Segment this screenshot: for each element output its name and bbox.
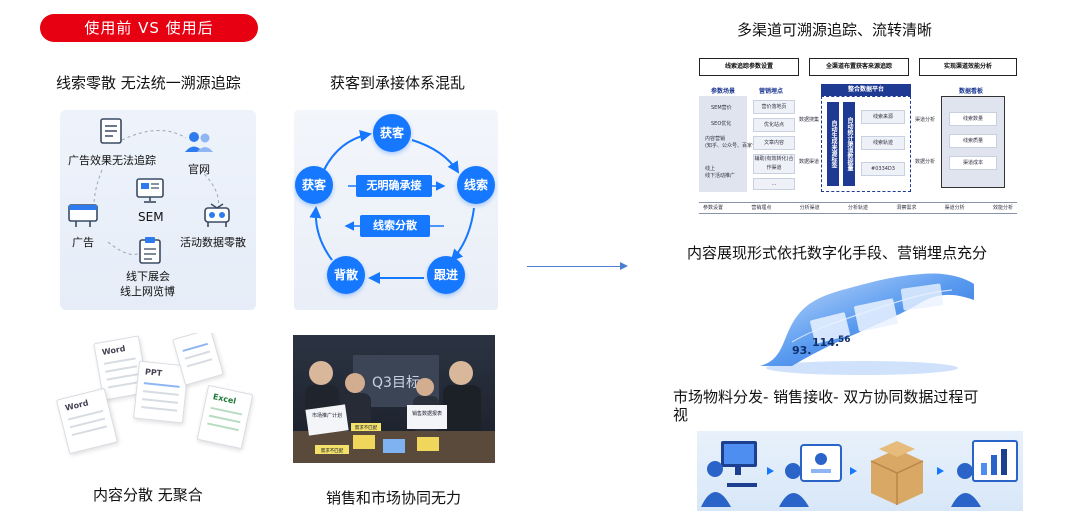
- curved-screens-graphic: 93. 114. 56: [760, 273, 974, 375]
- panel3-caption: 内容分散 无聚合: [93, 486, 203, 504]
- step-arrow-1: [767, 467, 774, 475]
- sheet-sales-report: 销售数据报表: [412, 410, 442, 417]
- scattered-docs-panel: Word PPT Word Excel: [50, 333, 257, 465]
- flow-scenes-column: [699, 96, 747, 192]
- label-offline-expo: 线下展会: [126, 270, 170, 283]
- scene-seo: SEO优化: [711, 121, 732, 127]
- label-sem: SEM: [138, 210, 164, 224]
- scene-events: 线上 线下活动推广: [705, 166, 736, 179]
- label-ad: 广告: [72, 236, 94, 249]
- pill-leads-scattered: 线索分散: [360, 215, 430, 237]
- bottom-label-1: 参数设置: [703, 205, 724, 211]
- flow-col-board-title: 数据看板: [959, 88, 984, 95]
- mid-label-channel-analysis: 渠道分析: [915, 117, 936, 123]
- transition-arrow-line: [527, 266, 625, 267]
- bottom-label-6: 渠道分析: [944, 205, 965, 211]
- before-after-badge: 使用前 VS 使用后: [40, 14, 258, 42]
- mid-label-channel: 数据渠道: [799, 159, 820, 165]
- scene-sem: SEM营价: [711, 105, 732, 111]
- person-card-icon: [779, 444, 842, 507]
- panel1-heading: 线索零散 无法统一溯源追踪: [56, 74, 241, 92]
- label-official-site: 官网: [188, 163, 210, 176]
- sticky-mismatch-2: 需求不匹配: [321, 447, 344, 454]
- label-online-expo: 线上网览博: [120, 285, 175, 298]
- point-partner: 辅助(有效转化)合作渠道: [753, 154, 795, 174]
- board-cell-cost: 渠道成本: [949, 156, 997, 170]
- panel4-caption: 销售和市场协同无力: [326, 489, 462, 507]
- meeting-photo-panel: Q3目标 市场推广计划 销售数据报表 需求不匹配 需求不匹配: [293, 335, 495, 463]
- flow-platform-title: 整合数据平台: [821, 84, 911, 96]
- package-boxes-icon: [870, 441, 924, 505]
- platform-cell-source: 线索来源: [861, 110, 905, 124]
- event-icon: [204, 203, 230, 227]
- flow-top-box-1: 线索追踪参数设置: [699, 58, 799, 76]
- cycle-node-followup: 跟进: [427, 256, 465, 294]
- cycle-node-acquire-top: 获客: [373, 114, 411, 152]
- bottom-label-5: 洞察需求: [896, 205, 917, 211]
- label-event-data: 活动数据零散: [180, 236, 246, 249]
- screen-value-3: 56: [838, 335, 851, 345]
- pill-no-handover: 无明确承接: [356, 175, 432, 197]
- sheet-marketing-plan: 市场推广计划: [312, 412, 342, 419]
- platform-auto-tag: 自动生成来源标签: [827, 102, 839, 186]
- bottom-label-4: 分析轨迹: [847, 205, 868, 211]
- step-arrow-2: [850, 467, 857, 475]
- panel2-heading: 获客到承接体系混乱: [330, 74, 466, 92]
- mid-label-collect: 数据搜集: [799, 117, 820, 123]
- label-ad-effect: 广告效果无法追踪: [68, 154, 156, 167]
- platform-cell-track: 线索轨迹: [861, 136, 905, 150]
- monitor-icon: [136, 178, 164, 203]
- screens-heading: 内容展现形式依托数字化手段、营销埋点充分: [687, 244, 988, 262]
- flow-col-scenes-title: 参数场景: [711, 88, 736, 95]
- flow-top-box-3: 实现渠道效能分析: [919, 58, 1017, 76]
- point-more: ...: [753, 178, 795, 190]
- step-arrow-3: [937, 467, 944, 475]
- cycle-node-acquire-left: 获客: [295, 166, 333, 204]
- flow-platform-frame: [821, 96, 911, 192]
- bottom-label-7: 效能分析: [992, 205, 1013, 211]
- platform-cell-code: #0334D3: [861, 162, 905, 176]
- clipboard-icon: [139, 237, 161, 264]
- point-landing: 营价落地页: [753, 100, 795, 114]
- doc-excel: Excel: [196, 384, 254, 450]
- document-list-icon: [100, 118, 122, 144]
- cycle-node-lead: 线索: [457, 166, 495, 204]
- person-computer-icon: [701, 441, 757, 507]
- digital-screens-illustration: 93. 114. 56: [752, 272, 976, 378]
- process-heading: 市场物料分发- 销售接收- 双方协同数据过程可 视: [673, 388, 978, 424]
- screen-value-1: 93.: [792, 344, 812, 357]
- board-cell-count: 线索数量: [949, 112, 997, 126]
- person-chart-icon: [951, 440, 1018, 507]
- bottom-label-2: 营销埋点: [751, 205, 772, 211]
- billboard-icon: [68, 204, 98, 227]
- flow-top-box-2: 全渠道布置获客来源追踪: [809, 58, 909, 76]
- platform-auto-count: 自动统计渠道数据量: [843, 102, 855, 186]
- point-site: 优化站点: [753, 118, 795, 132]
- flow-heading: 多渠道可溯源追踪、流转清晰: [737, 21, 933, 39]
- mid-label-data-analysis: 数据分析: [915, 159, 936, 165]
- collaboration-process-strip: [697, 431, 1023, 511]
- lead-cycle-panel: 获客 获客 线索 跟进 背散 无明确承接 线索分散: [294, 110, 498, 310]
- bottom-label-3: 分析渠道: [799, 205, 820, 211]
- process-heading-line2: 视: [673, 406, 689, 424]
- meeting-scene-illustration: Q3目标 市场推广计划 销售数据报表 需求不匹配 需求不匹配: [293, 355, 495, 463]
- flow-bottom-bar: 参数设置 营销埋点 分析渠道 分析轨迹 洞察需求 渠道分析 效能分析: [699, 202, 1017, 214]
- scattered-leads-panel: 广告效果无法追踪 官网 SEM 广告 活动数据零散: [60, 110, 256, 310]
- flow-col-points-title: 营销埋点: [759, 88, 784, 95]
- point-article: 文章内容: [753, 136, 795, 150]
- tracking-flow-diagram: 线索追踪参数设置 全渠道布置获客来源追踪 实现渠道效能分析 参数场景 SEM营价…: [697, 56, 1020, 216]
- cycle-node-scattered: 背散: [327, 256, 365, 294]
- process-heading-line1: 市场物料分发- 销售接收- 双方协同数据过程可: [673, 388, 979, 406]
- board-text: Q3目标: [372, 375, 420, 391]
- screen-value-2: 114.: [812, 336, 839, 349]
- transition-arrow-icon: [620, 262, 628, 270]
- users-icon: [185, 132, 213, 152]
- sticky-mismatch-1: 需求不匹配: [355, 424, 378, 431]
- board-cell-quality: 线索质量: [949, 134, 997, 148]
- scene-content: 内容营销 (知乎、公众号、百家号等): [705, 136, 764, 149]
